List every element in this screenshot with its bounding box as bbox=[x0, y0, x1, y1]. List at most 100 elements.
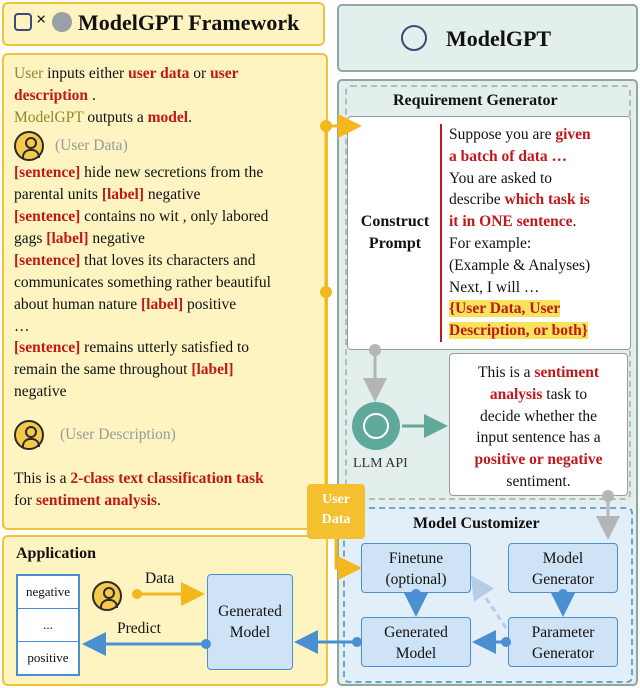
generated-model-label: Model bbox=[395, 645, 437, 662]
description-text: for bbox=[14, 492, 36, 509]
example-text: that loves its characters and bbox=[80, 252, 256, 269]
arrow-to-finetune bbox=[334, 538, 362, 580]
user-input-panel bbox=[2, 53, 328, 530]
intro-line-2: description . bbox=[14, 85, 96, 107]
data-label: Data bbox=[145, 570, 175, 587]
response-text-part: This is a bbox=[478, 364, 535, 381]
list-item: negative bbox=[18, 576, 78, 609]
prompt-text: Suppose you are given a batch of data … … bbox=[449, 124, 629, 342]
user-word: User bbox=[14, 65, 44, 82]
generated-model-box: Generated Model bbox=[361, 617, 471, 667]
intro-line-1: User inputs either user data or user bbox=[14, 63, 238, 85]
requirement-generator-title: Requirement Generator bbox=[393, 92, 558, 109]
prompt-text-part: Suppose you are bbox=[449, 126, 556, 143]
framework-title: ModelGPT Framework bbox=[78, 10, 300, 35]
sentence-tag: [sentence] bbox=[14, 252, 81, 269]
example-text: gags bbox=[14, 230, 47, 247]
user-data-label: (User Data) bbox=[55, 137, 128, 154]
generated-model-label: Model bbox=[229, 624, 271, 641]
llm-response-box bbox=[449, 353, 628, 496]
prompt-line: Suppose you are given bbox=[449, 124, 629, 146]
example-3-line-3: about human nature [label] positive bbox=[14, 294, 236, 316]
finetune-label: Finetune bbox=[388, 550, 444, 567]
example-3-line-1: [sentence] that loves its characters and bbox=[14, 250, 255, 272]
description-text: . bbox=[156, 492, 161, 509]
user-avatar-icon bbox=[92, 581, 122, 611]
prompt-line: a batch of data … bbox=[449, 147, 567, 165]
user-logo-icon bbox=[14, 13, 32, 31]
prompt-highlight: which task is bbox=[504, 191, 590, 209]
model-term: model bbox=[147, 109, 189, 126]
sentiment-term: sentiment analysis bbox=[35, 492, 157, 509]
example-1-line-1: [sentence] hide new secretions from the bbox=[14, 162, 263, 184]
intro-text: outputs a bbox=[83, 109, 148, 126]
user-description-label: (User Description) bbox=[60, 426, 176, 443]
response-line: analysis task to bbox=[452, 384, 625, 406]
modelgpt-title: ModelGPT bbox=[446, 26, 552, 51]
model-generator-label: Generator bbox=[532, 571, 594, 588]
openai-icon bbox=[352, 402, 400, 450]
parameter-generator-label: Generator bbox=[532, 645, 594, 662]
example-4-line-2: remain the same throughout [label] bbox=[14, 359, 234, 381]
example-label: negative bbox=[88, 230, 145, 247]
user-term: user bbox=[210, 65, 239, 82]
sentence-tag: [sentence] bbox=[14, 164, 81, 181]
example-1-line-2: parental units [label] negative bbox=[14, 184, 200, 206]
prompt-text-part: . bbox=[572, 213, 577, 231]
predict-label: Predict bbox=[117, 620, 161, 637]
application-title: Application bbox=[16, 545, 97, 562]
ellipsis: … bbox=[14, 318, 30, 335]
user-avatar-icon bbox=[14, 420, 44, 450]
response-highlight: sentiment bbox=[534, 364, 599, 381]
sentence-tag: [sentence] bbox=[14, 339, 81, 356]
parameter-generator-box: Parameter Generator bbox=[508, 617, 618, 667]
response-text-part: task to bbox=[542, 385, 588, 403]
description-line-2: for sentiment analysis. bbox=[14, 490, 161, 512]
list-item: ... bbox=[18, 609, 78, 642]
model-customizer-title: Model Customizer bbox=[413, 515, 540, 532]
finetune-box: Finetune (optional) bbox=[361, 543, 471, 593]
prompt-line: Next, I will … bbox=[449, 278, 540, 296]
example-text: remains utterly satisfied to bbox=[80, 339, 250, 356]
response-line: input sentence has a bbox=[476, 429, 601, 447]
prompt-line: For example: bbox=[449, 234, 532, 252]
brain-icon bbox=[401, 25, 427, 51]
model-generator-label: Model bbox=[542, 550, 584, 567]
user-data-tag: User Data bbox=[307, 484, 365, 539]
openai-logo-icon bbox=[52, 12, 72, 32]
sentence-tag: [sentence] bbox=[14, 208, 81, 225]
example-text: parental units bbox=[14, 186, 102, 203]
prompt-highlight: given bbox=[555, 126, 591, 143]
generated-model-label: Generated bbox=[218, 603, 282, 620]
intro-text: . bbox=[188, 109, 192, 126]
example-label: positive bbox=[183, 296, 237, 313]
prompt-line: You are asked to bbox=[449, 169, 553, 187]
arrow-to-finetune-dashed bbox=[470, 575, 508, 629]
prompt-line: Description, or both} bbox=[449, 320, 629, 342]
llm-api-label: LLM API bbox=[353, 456, 408, 471]
user-data-tag-label: Data bbox=[321, 512, 351, 527]
intro-text: or bbox=[189, 65, 211, 82]
generated-model-label: Generated bbox=[384, 624, 448, 641]
prompt-divider bbox=[440, 124, 442, 342]
example-text: about human nature bbox=[14, 296, 141, 313]
example-text: hide new secretions from the bbox=[80, 164, 264, 181]
example-4-line-1: [sentence] remains utterly satisfied to bbox=[14, 337, 249, 359]
prompt-line: {User Data, User bbox=[449, 298, 629, 320]
prediction-list: negative ... positive bbox=[16, 574, 80, 676]
user-avatar-icon bbox=[14, 131, 44, 161]
response-line: sentiment. bbox=[506, 472, 571, 490]
application-generated-model-box: Generated Model bbox=[207, 574, 293, 670]
label-tag: [label] bbox=[46, 230, 89, 247]
description-line-1: This is a 2-class text classification ta… bbox=[14, 468, 264, 490]
example-text: remain the same throughout bbox=[14, 361, 192, 378]
label-tag: [label] bbox=[101, 186, 144, 203]
user-data-tag-label: User bbox=[322, 492, 350, 507]
list-item: positive bbox=[27, 650, 69, 665]
response-highlight: analysis bbox=[489, 385, 543, 403]
prompt-line: it in ONE sentence. bbox=[449, 211, 629, 233]
user-data-term: user data bbox=[128, 65, 190, 82]
task-term: 2-class text classification task bbox=[70, 470, 264, 487]
response-line: This is a sentiment bbox=[452, 362, 625, 384]
